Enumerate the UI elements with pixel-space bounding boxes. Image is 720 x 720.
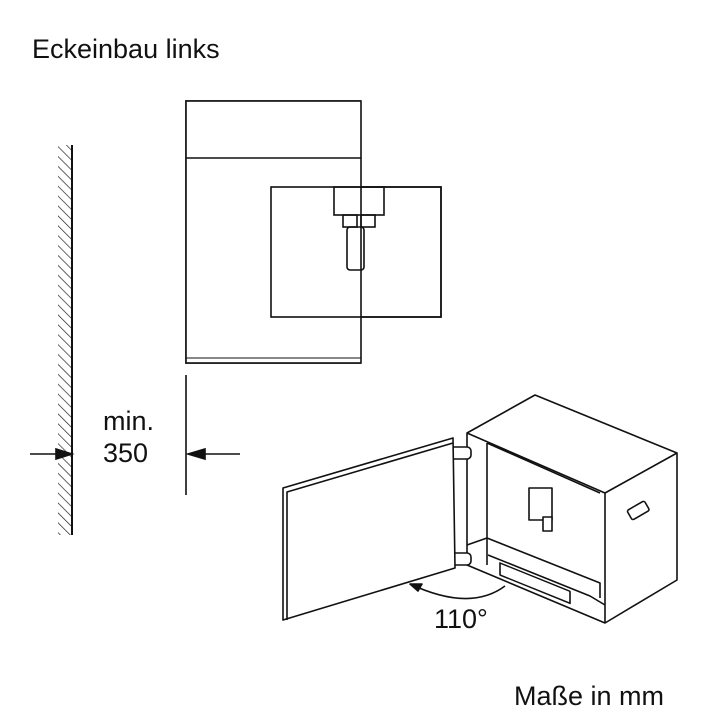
- diagram-title: Eckeinbau links: [32, 34, 220, 64]
- wall: [58, 145, 73, 535]
- units-note: Maße in mm: [514, 681, 665, 711]
- dimension-markers: [30, 375, 240, 495]
- appliance-front-view-box: [185, 100, 442, 364]
- dimension-label-value: 350: [103, 438, 149, 468]
- door-angle-label: 110°: [434, 604, 488, 634]
- appliance-open-view: [282, 394, 678, 624]
- dimension-label-min: min.: [103, 406, 155, 436]
